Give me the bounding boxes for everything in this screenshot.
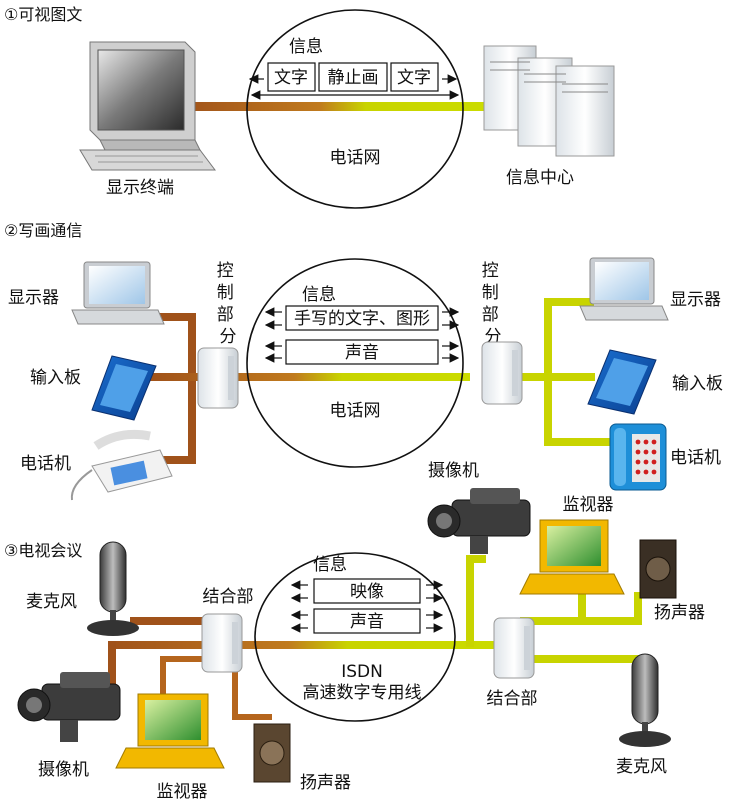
info-box-text: 文字 [397, 68, 431, 88]
monitor-icon [115, 693, 225, 769]
tablet-icon [587, 349, 657, 415]
info-box-text: 文字 [274, 68, 308, 88]
video-camera-icon [427, 488, 531, 554]
combiner-unit-icon [201, 613, 243, 673]
section-telewriting: ②写画通信 信息 手写的文字、图形 声音 电话网 [4, 221, 723, 501]
left-device-label: 显示器 [8, 288, 59, 308]
info-box [285, 339, 439, 365]
section-title: ③电视会议 [4, 541, 82, 560]
right-device-label: 麦克风 [616, 757, 667, 777]
info-box [313, 608, 421, 634]
left-device-label: 麦克风 [26, 592, 77, 612]
right-connection-lines [466, 555, 650, 663]
microphone-icon [87, 541, 139, 636]
info-box-text: 手写的文字、图形 [294, 309, 430, 329]
network-circle [246, 9, 464, 209]
info-boxes: 文字 静止画 文字 [267, 62, 439, 92]
monitor-icon [519, 519, 625, 595]
network-circle [254, 552, 456, 722]
left-connection-lines [150, 313, 470, 464]
network-circle [246, 258, 464, 468]
telephone-icon [609, 423, 667, 491]
video-camera-icon [17, 672, 121, 742]
control-char: 制 [482, 283, 499, 303]
control-char: 控 [482, 261, 499, 281]
info-box-text: 映像 [350, 582, 384, 602]
info-label: 信息 [289, 37, 323, 57]
network-label-line: 高速数字专用线 [303, 683, 422, 703]
info-box-text: 静止画 [328, 68, 379, 88]
control-char: 制 [217, 283, 234, 303]
info-box-text: 声音 [350, 612, 384, 632]
left-device-label: 扬声器 [300, 773, 351, 793]
laptop-icon [71, 261, 165, 325]
display-terminal-label: 显示终端 [106, 178, 174, 198]
info-box-text: 声音 [345, 343, 379, 363]
info-label: 信息 [313, 555, 347, 575]
connection-line [180, 102, 490, 111]
speaker-icon [639, 539, 677, 599]
info-box [285, 305, 439, 331]
info-box [390, 62, 439, 92]
section-videoconference: ③电视会议 信息 映像 声音 [4, 461, 705, 802]
laptop-icon [579, 257, 669, 321]
control-char: 控 [217, 261, 234, 281]
control-unit-icon [197, 347, 239, 409]
network-label: 电话网 [330, 401, 381, 421]
control-char: 分 [220, 327, 237, 347]
right-device-label: 电话机 [670, 448, 721, 468]
left-device-label: 输入板 [30, 368, 81, 388]
control-label-right: 控 制 部 分 [482, 261, 504, 347]
section-title: ①可视图文 [4, 5, 82, 24]
right-device-label: 显示器 [670, 290, 721, 310]
combiner-label-right: 结合部 [487, 689, 538, 709]
info-center-label: 信息中心 [506, 168, 574, 188]
left-device-label: 监视器 [157, 782, 208, 802]
display-terminal-icon [79, 41, 216, 171]
section-videotex: ①可视图文 信息 文字 静止画 文字 电话网 显示终端 [4, 5, 615, 209]
combiner-label-left: 结合部 [203, 587, 254, 607]
tablet-icon [91, 355, 157, 421]
left-device-label: 电话机 [20, 454, 71, 474]
left-connection-lines [108, 617, 508, 720]
right-connection-lines [520, 298, 612, 446]
left-device-label: 摄像机 [38, 760, 89, 780]
combiner-unit-icon [493, 617, 535, 679]
right-device-label: 输入板 [672, 374, 723, 394]
control-unit-icon [481, 341, 523, 405]
right-device-label: 监视器 [563, 495, 614, 515]
control-char: 部 [217, 305, 234, 325]
network-label: 电话网 [330, 148, 381, 168]
server-icon [483, 45, 615, 157]
info-box [313, 578, 421, 604]
right-device-label: 扬声器 [654, 603, 705, 623]
section-title: ②写画通信 [4, 221, 82, 240]
control-label-left: 控 制 部 分 [217, 261, 239, 347]
speaker-icon [253, 723, 291, 783]
network-label-isdn: ISDN [341, 662, 383, 682]
microphone-icon [619, 653, 671, 747]
control-char: 部 [482, 305, 499, 325]
telephone-icon [70, 429, 173, 501]
right-device-label: 摄像机 [428, 461, 479, 481]
info-label: 信息 [302, 285, 336, 305]
